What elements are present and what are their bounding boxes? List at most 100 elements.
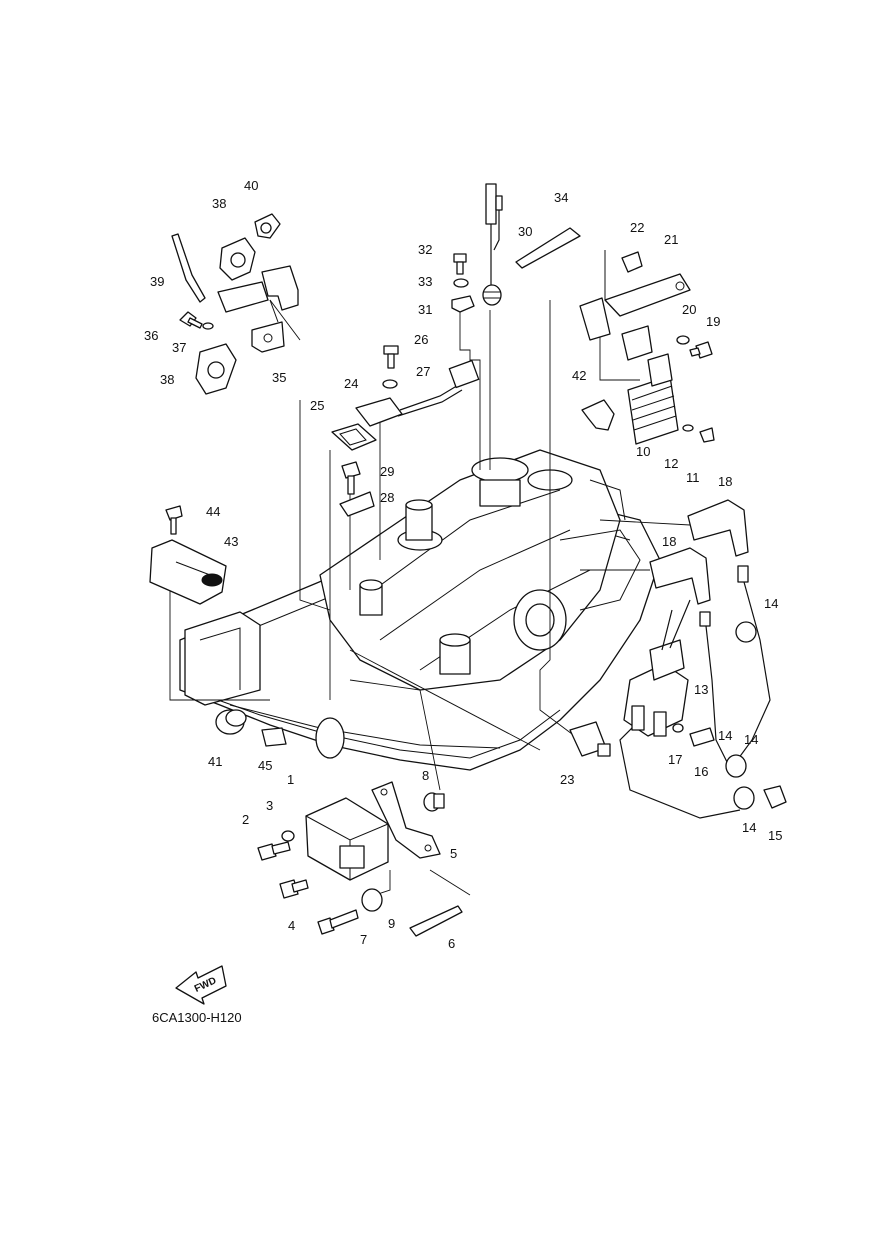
callout-20: 20 [682,302,696,317]
callout-40: 40 [244,178,258,193]
callout-6: 6 [448,936,455,951]
part-35-bracket [217,265,299,353]
part-31-clip [451,295,475,313]
callout-16: 16 [694,764,708,779]
callout-41: 41 [208,754,222,769]
part-33-washer [453,278,469,288]
part-9-grommet [361,888,383,912]
part-29-bolt [341,461,361,495]
engine-block-illustration [179,449,661,771]
callout-1: 1 [287,772,294,787]
part-37-washer [202,322,214,330]
callout-2: 2 [242,812,249,827]
callout-22: 22 [630,220,644,235]
part-32-bolt [453,253,467,275]
part-24-grommet-harness [355,359,480,427]
callout-17: 17 [668,752,682,767]
part-27-washer [382,379,398,389]
part-36-bolt [179,311,203,329]
callout-37: 37 [172,340,186,355]
part-39-cable-tie [171,233,206,303]
callout-43: 43 [224,534,238,549]
part-23-sensor [569,721,611,757]
part-38-lower-holder [195,343,237,395]
callout-29: 29 [380,464,394,479]
part-15-clip [763,785,787,809]
callout-9: 9 [388,916,395,931]
part-45-label [261,727,287,747]
callout-21: 21 [664,232,678,247]
callout-35: 35 [272,370,286,385]
part-40-clamp [254,213,281,239]
callout-36: 36 [144,328,158,343]
callout-25: 25 [310,398,324,413]
callout-23: 23 [560,772,574,787]
part-14-grommet-mid [725,754,747,778]
callout-18b: 18 [662,534,676,549]
part-20-washer [676,335,690,345]
part-41-plug [215,709,247,735]
part-5-bracket [371,781,441,859]
part-18-plug-cap-upper [687,499,749,583]
part-4-bolt [279,879,309,899]
part-2-bolt [257,841,291,861]
callout-45: 45 [258,758,272,773]
callout-27: 27 [416,364,430,379]
part-21-bracket [579,250,691,361]
callout-12: 12 [664,456,678,471]
callout-30: 30 [518,224,532,239]
callout-26: 26 [414,332,428,347]
callout-44: 44 [206,504,220,519]
part-14-grommet-upper [735,621,757,643]
part-18-plug-cap-lower [649,547,711,627]
callout-38b: 38 [160,372,174,387]
part-10-rectifier [627,353,679,445]
callout-14c: 14 [742,820,756,835]
part-14-grommet-lower [733,786,755,810]
part-12-washer [682,424,694,432]
callout-14b: 14 [718,728,732,743]
callout-33: 33 [418,274,432,289]
callout-10: 10 [636,444,650,459]
part-17-washer [672,723,684,733]
part-43-cover-plate [149,539,227,605]
part-13-ignition-coil [623,599,691,737]
callout-13: 13 [694,682,708,697]
part-34-cable-tie [515,227,581,269]
part-19-bolt [689,341,713,359]
part-44-bolt [165,505,183,535]
part-25-gasket [331,423,377,451]
callout-42: 42 [572,368,586,383]
part-38-upper-holder [219,237,256,281]
part-16-bolt [689,727,715,747]
callout-15: 15 [768,828,782,843]
part-11-bolt [699,427,715,443]
part-26-bolt [383,345,399,369]
high-tension-leads [619,581,771,819]
callout-8: 8 [422,768,429,783]
part-1-control-unit [305,797,389,881]
part-7-bolt [317,909,359,935]
callout-labels: 1 2 3 4 5 6 7 8 9 10 11 12 13 14 14 14 1… [144,178,782,951]
callout-39: 39 [150,274,164,289]
part-28-bracket [339,491,375,517]
part-8-collar [423,792,445,812]
part-30-sensor [482,183,503,306]
callout-14d: 14 [744,732,758,747]
callout-11: 11 [686,470,700,485]
drawing-code: 6CA1300-H120 [152,1010,242,1025]
callout-31: 31 [418,302,432,317]
callout-19: 19 [706,314,720,329]
callout-3: 3 [266,798,273,813]
callout-28: 28 [380,490,394,505]
callout-34: 34 [554,190,568,205]
callout-14a: 14 [764,596,778,611]
callout-18a: 18 [718,474,732,489]
fwd-arrow-icon: FWD [175,965,227,1005]
callout-32: 32 [418,242,432,257]
callout-5: 5 [450,846,457,861]
callout-24: 24 [344,376,358,391]
callout-38a: 38 [212,196,226,211]
part-42-clip [581,399,615,431]
